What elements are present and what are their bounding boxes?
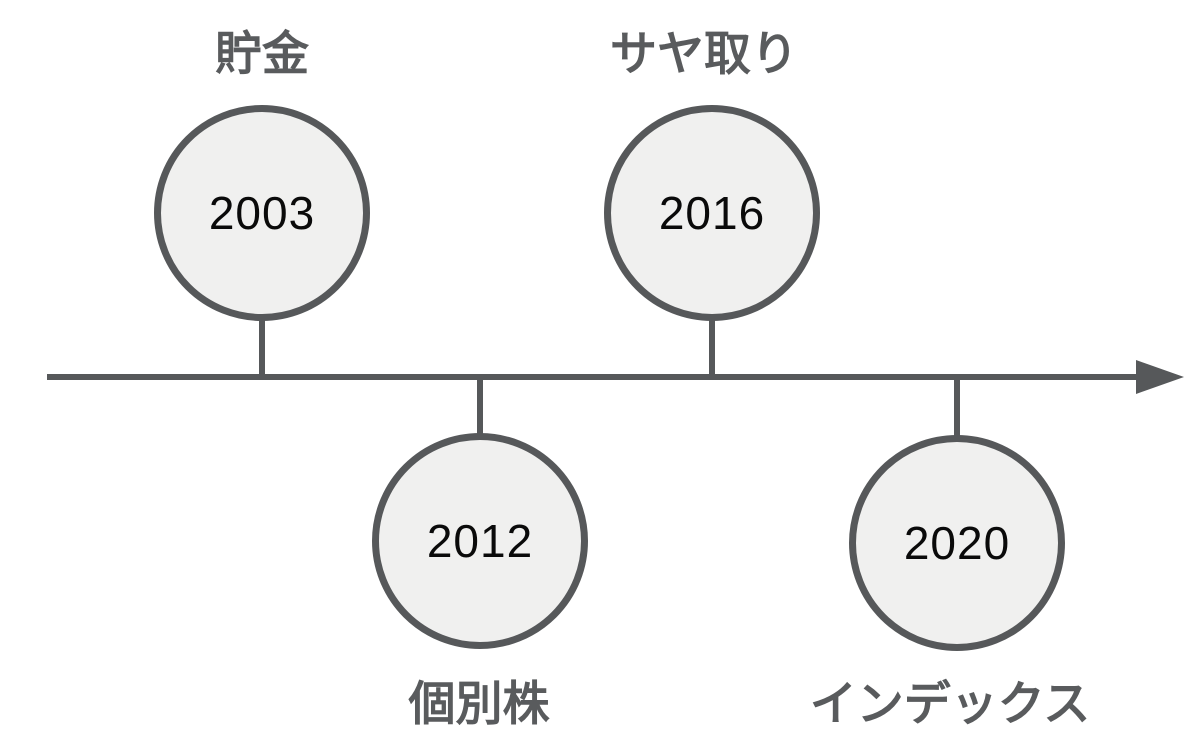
timeline-axis xyxy=(47,374,1142,380)
event-year: 2016 xyxy=(658,187,766,239)
event-circle-2020: 2020 xyxy=(849,435,1065,651)
event-label-index: インデックス xyxy=(809,677,1091,730)
event-label-savings: 貯金 xyxy=(215,27,309,80)
event-circle-2003: 2003 xyxy=(154,105,370,321)
event-circle-2012: 2012 xyxy=(372,433,588,649)
connector-stem-2003 xyxy=(259,318,265,378)
connector-stem-2012 xyxy=(477,377,483,437)
connector-stem-2016 xyxy=(709,318,715,378)
event-year: 2020 xyxy=(903,517,1011,569)
event-label-arbitrage: サヤ取り xyxy=(610,27,798,80)
connector-stem-2020 xyxy=(954,377,960,439)
event-year: 2012 xyxy=(426,515,534,567)
event-label-individual-stocks: 個別株 xyxy=(408,677,550,730)
event-circle-2016: 2016 xyxy=(604,105,820,321)
arrow-right-icon xyxy=(1136,360,1184,394)
event-year: 2003 xyxy=(208,187,316,239)
